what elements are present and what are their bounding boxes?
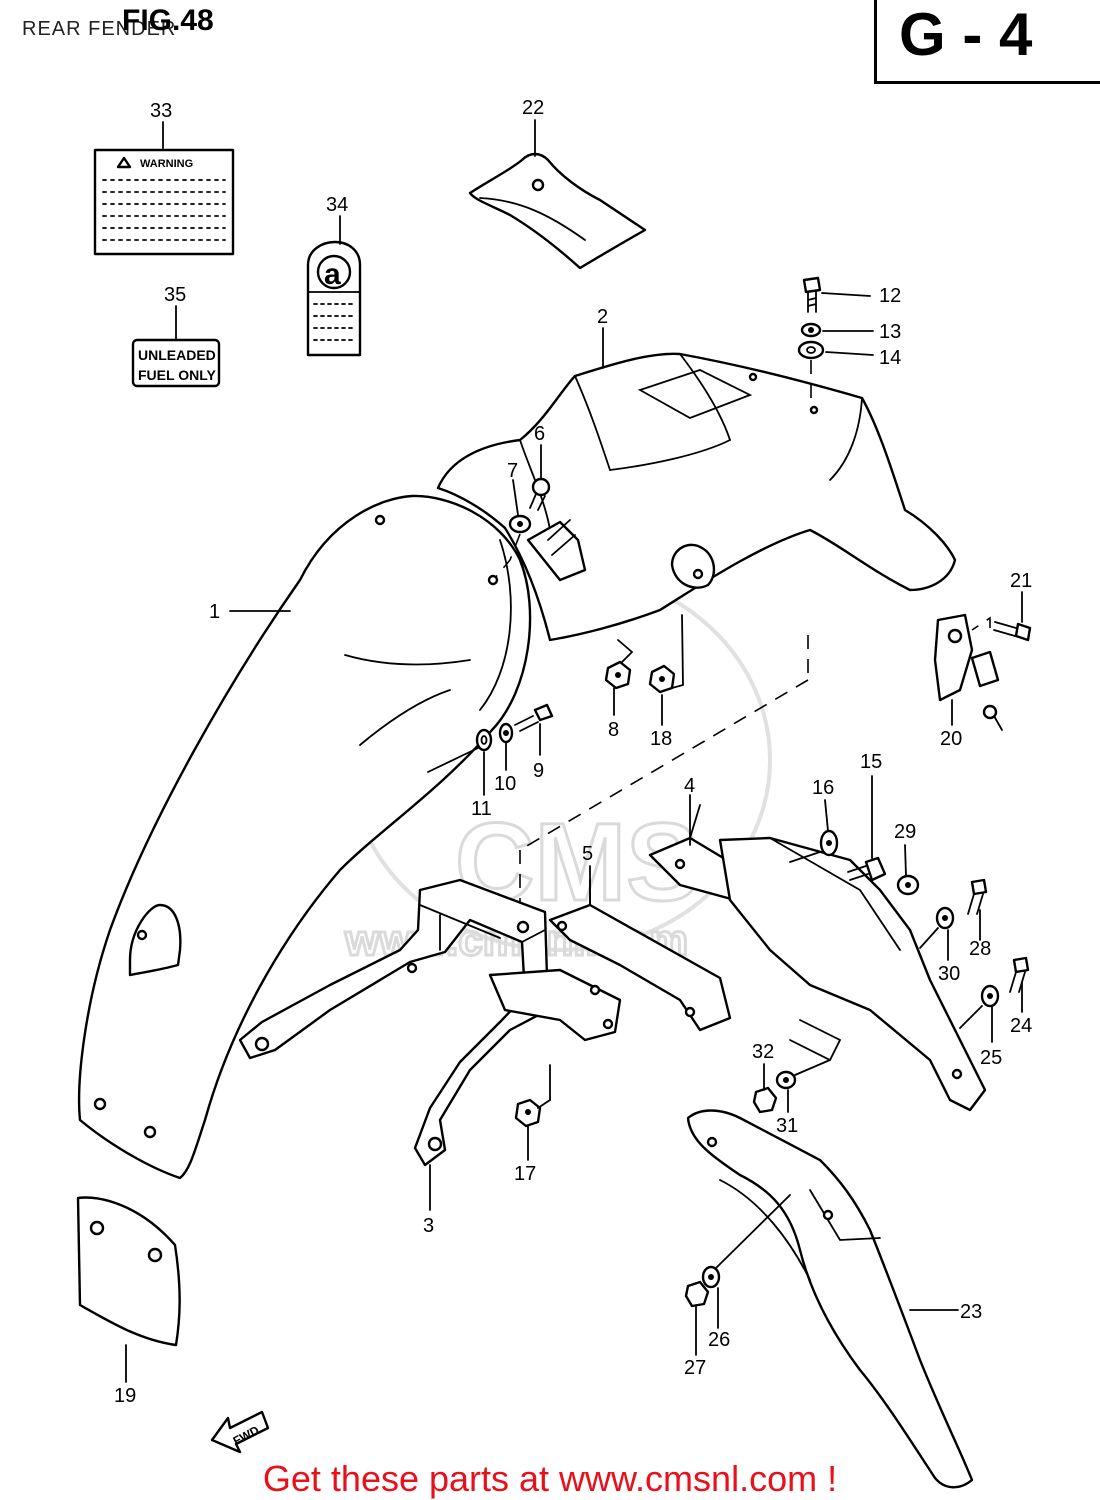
callout-30: 30 [938, 963, 960, 985]
unleaded-line-2: FUEL ONLY [138, 367, 216, 383]
leader-line [537, 1099, 551, 1109]
leader-line [794, 1059, 831, 1076]
callout-5: 5 [582, 843, 593, 865]
part-washer-26 [701, 1265, 721, 1289]
leader-dash [494, 533, 521, 579]
callout-6: 6 [534, 423, 545, 445]
callout-21: 21 [1010, 570, 1032, 592]
part-washer-16 [819, 829, 839, 857]
callout-16: 16 [812, 777, 834, 799]
decal-warning-33: WARNING [93, 148, 235, 256]
part-washer-13 [800, 322, 822, 338]
part-frame [238, 878, 622, 1167]
leader-line [789, 851, 821, 863]
callout-22: 22 [522, 97, 544, 119]
part-bolt-9 [514, 703, 554, 732]
leader-dash [519, 679, 809, 851]
callout-7: 7 [507, 460, 518, 482]
callout-29: 29 [894, 821, 916, 843]
leader-line [919, 927, 939, 949]
callout-11: 11 [471, 798, 492, 820]
part-bolt-24 [1009, 956, 1030, 993]
part-washer-25 [980, 984, 1000, 1008]
part-rear-fender [77, 494, 532, 1180]
part-bolt-28 [967, 878, 988, 915]
footer-link[interactable]: Get these parts at www.cmsnl.com ! [262, 1458, 838, 1499]
callouts: 33 22 34 35 12 2 13 14 6 7 21 1 8 18 20 … [114, 97, 1032, 1407]
figure-number: FIG.48 [122, 4, 214, 37]
callout-9: 9 [533, 760, 544, 782]
part-nut-18 [648, 664, 676, 694]
part-bolt-15 [847, 856, 887, 882]
part-bracket-5 [548, 879, 732, 1032]
leader-line [427, 747, 479, 773]
unleaded-line-1: UNLEADED [138, 347, 216, 363]
callout-24: 24 [1010, 1015, 1032, 1037]
callout-19: 19 [114, 1385, 136, 1407]
part-nut-17 [514, 1098, 542, 1128]
leader-line [617, 639, 634, 663]
callout-2: 2 [597, 306, 608, 328]
tag-letter: a [324, 258, 341, 291]
leader-line [547, 519, 576, 556]
part-bolt-21 [971, 616, 1032, 642]
diagram-subtitle: REAR FENDER [22, 18, 177, 40]
part-flap-19 [76, 1196, 181, 1347]
callout-28: 28 [969, 938, 991, 960]
callout-12: 12 [879, 285, 901, 307]
section-box: G - 4 [874, 0, 1100, 84]
callout-27: 27 [684, 1357, 706, 1379]
forward-arrow: FWD [210, 1410, 270, 1454]
part-bolt-12 [802, 276, 822, 313]
callout-8: 8 [608, 719, 619, 741]
part-seal-22 [468, 152, 647, 270]
part-washer-10 [498, 722, 514, 744]
leader-line [715, 1194, 791, 1269]
callout-17: 17 [514, 1163, 536, 1185]
callout-14: 14 [879, 347, 901, 369]
callout-31: 31 [776, 1115, 798, 1137]
part-mudguard-23 [686, 1109, 974, 1489]
part-washer-29 [896, 874, 920, 896]
decal-unleaded-35: UNLEADED FUEL ONLY [131, 338, 221, 388]
part-washer-11 [475, 728, 493, 752]
callout-25: 25 [980, 1047, 1002, 1069]
callout-32: 32 [752, 1041, 774, 1063]
part-nut-8 [604, 660, 632, 690]
callout-13: 13 [879, 321, 901, 343]
callout-3: 3 [423, 1215, 434, 1237]
warning-title: WARNING [140, 158, 193, 170]
leader-line [959, 1005, 983, 1029]
callout-26: 26 [708, 1329, 730, 1351]
decal-tag-34: a [306, 240, 362, 357]
callout-10: 10 [494, 773, 516, 795]
leader-line [671, 614, 684, 689]
callout-33: 33 [150, 100, 172, 122]
part-lock-20 [933, 613, 1003, 731]
part-bolt-6 [529, 477, 551, 511]
callout-1: 1 [209, 601, 220, 623]
callout-23: 23 [960, 1301, 982, 1323]
part-washer-14 [797, 340, 825, 360]
callout-15: 15 [860, 751, 882, 773]
callout-20: 20 [940, 728, 962, 750]
part-washer-30 [935, 906, 955, 930]
part-nut-32 [752, 1086, 778, 1114]
callout-leaders [125, 119, 1023, 1383]
callout-35: 35 [164, 284, 186, 306]
callout-34: 34 [326, 194, 348, 216]
section-code: G - 4 [899, 1, 1033, 68]
part-nut-27 [684, 1280, 710, 1308]
callout-4: 4 [684, 775, 695, 797]
part-washer-31 [775, 1070, 797, 1090]
part-washer-7 [508, 514, 532, 534]
callout-18: 18 [650, 728, 672, 750]
